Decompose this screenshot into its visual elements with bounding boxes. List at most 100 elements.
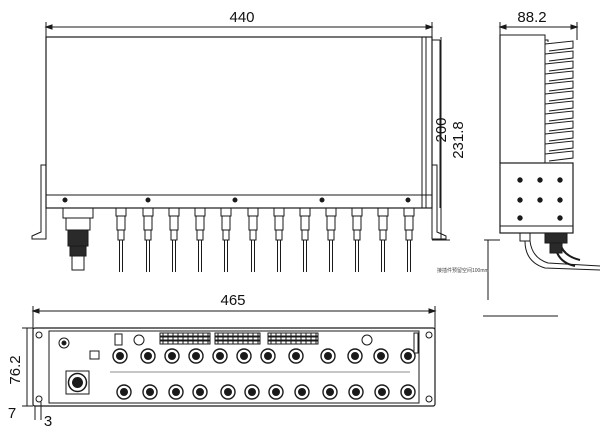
heatsink-fin — [544, 130, 574, 142]
top-connector-boot — [405, 229, 413, 241]
top-connector-body — [378, 215, 388, 231]
arrow-left — [498, 24, 507, 30]
heatsink-fin — [544, 140, 574, 152]
side-cable-boot — [549, 242, 563, 254]
top-screw — [232, 197, 238, 203]
top-connector-boot — [353, 229, 361, 241]
m12-port-core — [324, 352, 332, 360]
top-screw — [145, 197, 151, 203]
m12-port — [168, 384, 184, 400]
side-lower-box — [499, 162, 574, 234]
arrow-left — [44, 24, 53, 30]
top-connector-nut — [403, 207, 415, 217]
left-ear — [31, 164, 47, 240]
m12-port-core — [326, 388, 334, 396]
side-cable-1 — [524, 240, 601, 271]
m12-port-core — [172, 388, 180, 396]
top-connector-boot — [117, 229, 125, 241]
m12-port-core — [264, 352, 272, 360]
top-connector-boot — [301, 229, 309, 241]
dip-switch — [114, 333, 123, 346]
heatsink-fin — [544, 40, 574, 52]
m12-port — [373, 348, 389, 364]
top-connector-body — [300, 215, 310, 231]
screw — [517, 197, 523, 203]
top-connector-nut — [220, 207, 232, 217]
power-connector-front — [65, 370, 90, 395]
m12-port — [347, 348, 363, 364]
top-connector-body — [221, 215, 231, 231]
led-strip — [267, 340, 319, 345]
top-connector-boot — [327, 229, 335, 241]
m12-port-core — [248, 388, 256, 396]
screw — [517, 215, 523, 221]
top-connector-nut — [325, 207, 337, 217]
top-connector-nut — [351, 207, 363, 217]
screw — [537, 197, 543, 203]
m12-port-core — [377, 352, 385, 360]
screw — [517, 177, 523, 183]
m12-port-core — [196, 388, 204, 396]
m12-port — [320, 348, 336, 364]
m12-port-core — [298, 388, 306, 396]
m12-port-core — [216, 352, 224, 360]
heatsink-fin — [544, 110, 574, 122]
led-strip — [267, 332, 319, 337]
led-strip — [159, 340, 211, 345]
m12-port-core — [272, 388, 280, 396]
top-connector-boot — [379, 229, 387, 241]
top-connector-body — [274, 215, 284, 231]
top-connector-body — [143, 215, 153, 231]
top-connector-nut — [377, 207, 389, 217]
side-cable-gland-large — [544, 232, 568, 244]
side-body-top — [500, 34, 549, 42]
screw — [537, 177, 543, 183]
m12-port — [212, 348, 228, 364]
top-connector-boot — [170, 229, 178, 241]
front-port-grid — [110, 348, 416, 400]
heatsink-fin — [544, 80, 574, 92]
m12-port-core — [224, 388, 232, 396]
top-connector-boot — [222, 229, 230, 241]
m12-port-core — [168, 352, 176, 360]
ear-hole — [35, 331, 43, 339]
led-strip — [159, 336, 211, 341]
heatsink-fin — [544, 120, 574, 132]
m12-port-core — [351, 352, 359, 360]
top-connector-boot — [249, 229, 257, 241]
top-view — [31, 22, 450, 272]
power-connector-top — [62, 207, 94, 271]
top-connector-boot — [196, 229, 204, 241]
m12-port — [244, 384, 260, 400]
side-width-label: 88.2 — [517, 9, 546, 26]
front-height-label: 76.2 — [7, 355, 24, 384]
arrow-left — [31, 308, 40, 314]
m12-port — [236, 348, 252, 364]
top-connector-nut — [194, 207, 206, 217]
m12-port-core — [404, 352, 412, 360]
led-strip — [159, 332, 211, 337]
m12-port — [112, 348, 128, 364]
m12-port-core — [352, 388, 360, 396]
ground-terminal-core — [61, 340, 67, 346]
top-body-outline — [45, 36, 433, 209]
m12-port — [348, 384, 364, 400]
m12-port — [374, 384, 390, 400]
m12-port — [294, 384, 310, 400]
top-connector-boot — [275, 229, 283, 241]
front-width-label: 465 — [220, 292, 245, 309]
m12-port-core — [404, 388, 412, 396]
m12-port-core — [120, 388, 128, 396]
front-panel-inner — [48, 330, 420, 404]
top-connector-nut — [299, 207, 311, 217]
side-cable-2 — [529, 240, 601, 267]
top-connector-nut — [247, 207, 259, 217]
side-bottom-plate — [499, 225, 574, 234]
m12-port-core — [144, 352, 152, 360]
top-height-231-label: 231.8 — [450, 121, 467, 159]
ear-hole — [35, 395, 43, 403]
ear-offset-label: 7 — [8, 405, 16, 422]
arrow-right — [425, 24, 434, 30]
console-port — [133, 334, 145, 346]
top-connector-boot — [144, 229, 152, 241]
